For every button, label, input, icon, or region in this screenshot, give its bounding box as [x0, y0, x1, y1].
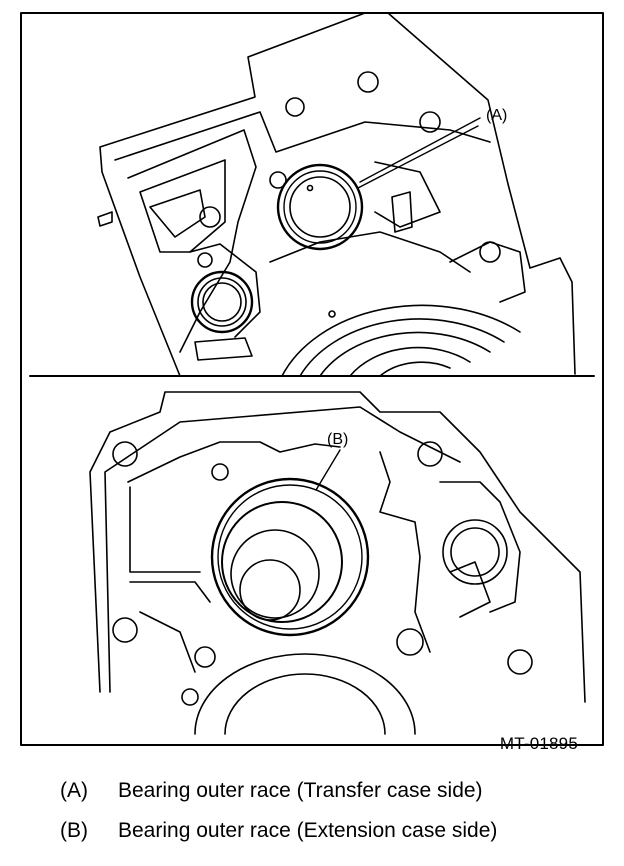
callout-b-leader [315, 449, 341, 491]
legend-key: (B) [60, 819, 88, 842]
bearing-race-b [210, 477, 370, 637]
callout-b-label: (B) [327, 431, 348, 448]
small-bearing-race [190, 270, 254, 334]
extension-case-view [89, 391, 586, 735]
legend-item: (B) Bearing outer race (Extension case s… [60, 811, 620, 851]
legend-key: (A) [60, 779, 88, 802]
callout-a-label: (A) [486, 107, 507, 124]
bearing-race-a [276, 163, 364, 251]
legend-item: (A) Bearing outer race (Transfer case si… [60, 771, 620, 811]
transfer-case-view [97, 12, 576, 377]
legend-text: Bearing outer race (Transfer case side) [118, 779, 483, 802]
legend-text: Bearing outer race (Extension case side) [118, 819, 498, 842]
technical-illustration: (A) [20, 12, 604, 753]
figure-frame [20, 12, 604, 746]
figure-id: MT-01895 [499, 734, 578, 753]
legend: (A) Bearing outer race (Transfer case si… [60, 771, 620, 851]
callout-a-leader [359, 117, 481, 183]
